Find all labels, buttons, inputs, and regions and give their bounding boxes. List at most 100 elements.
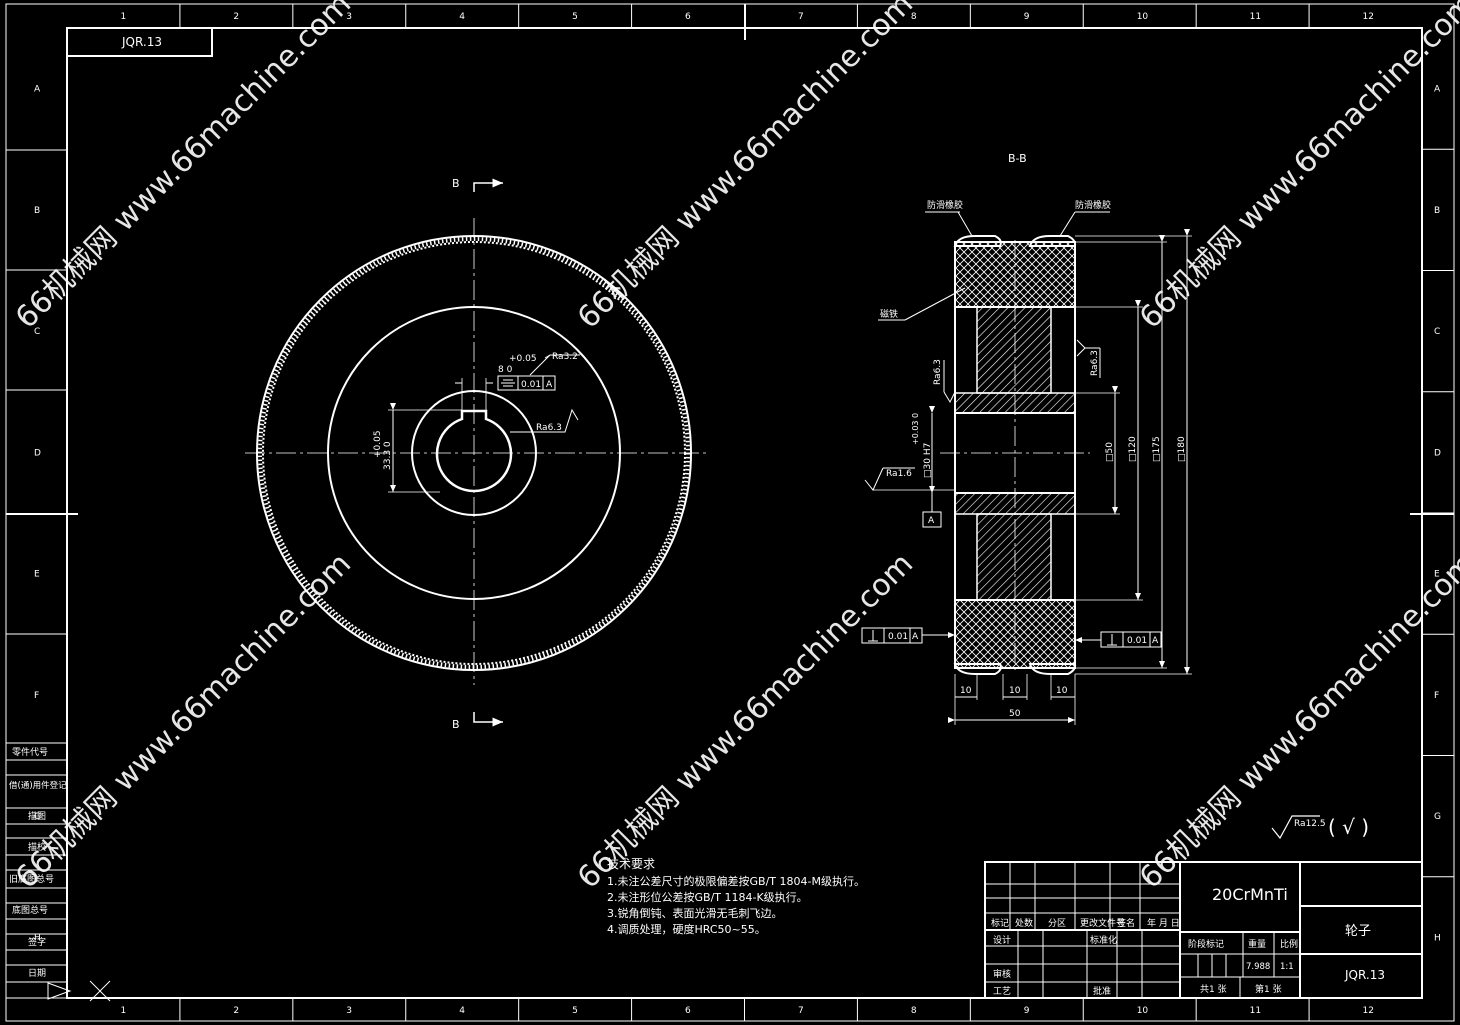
grid-row-G: G [34, 812, 41, 822]
grid-col-8: 8 [911, 1006, 917, 1016]
svg-text:分区: 分区 [1048, 918, 1066, 929]
title-block [984, 861, 1423, 999]
grid-col-5: 5 [572, 12, 578, 22]
svg-text:审核: 审核 [993, 968, 1011, 980]
grid-col-2: 2 [233, 1006, 239, 1016]
svg-text:10: 10 [1009, 686, 1021, 696]
svg-text:0.01: 0.01 [521, 380, 541, 390]
magnet-circle [327, 306, 621, 600]
svg-text:签名: 签名 [1117, 917, 1135, 929]
svg-text:0.01: 0.01 [888, 632, 908, 642]
svg-text:Ra6.3: Ra6.3 [933, 359, 943, 385]
strip-part-code: 零件代号 [12, 746, 48, 758]
svg-text:Ra6.3: Ra6.3 [536, 423, 562, 433]
grid-row-A: A [1434, 85, 1441, 95]
svg-text:批准: 批准 [1093, 985, 1111, 997]
bore-keyway [435, 409, 513, 493]
svg-text:标记: 标记 [991, 917, 1009, 929]
svg-text:+0.05: +0.05 [509, 354, 537, 364]
svg-text:阶段标记: 阶段标记 [1188, 938, 1224, 950]
svg-text:处数: 处数 [1015, 917, 1033, 929]
grid-col-9: 9 [1024, 12, 1030, 22]
technical-requirements: 技术要求 1.未注公差尺寸的极限偏差按GB/T 1804-M级执行。 2.未注形… [607, 857, 865, 936]
svg-text:Ra6.3: Ra6.3 [1090, 350, 1100, 376]
tech-req-line-4: 4.调质处理，硬度HRC50~55。 [607, 922, 766, 936]
svg-text:工艺: 工艺 [993, 986, 1011, 997]
outer-rim [256, 235, 692, 671]
grid-col-5: 5 [572, 1006, 578, 1016]
grid-col-6: 6 [685, 1006, 691, 1016]
left-strip: 零件代号 借(通)用件登记 描图 描校 旧底图总号 底图总号 签字 日期 [5, 742, 68, 999]
svg-text:标准化: 标准化 [1090, 934, 1117, 946]
grid-col-9: 9 [1024, 1006, 1030, 1016]
svg-text:10: 10 [960, 686, 972, 696]
grid-col-1: 1 [120, 12, 126, 22]
material: 20CrMnTi [1212, 885, 1288, 904]
svg-text:8 0: 8 0 [498, 365, 513, 375]
svg-text:10: 10 [1056, 686, 1068, 696]
svg-text:□180: □180 [1177, 436, 1187, 462]
drawing-number-box [66, 27, 213, 57]
section-view: B-B 防滑橡胶 防滑橡胶 磁铁 Ra6.3 [861, 152, 1192, 725]
tech-req-line-2: 2.未注形位公差按GB/T 1184-K级执行。 [607, 890, 808, 904]
drawing-number: JQR.13 [1344, 968, 1385, 982]
strip-check: 描校 [28, 841, 46, 853]
svg-text:□120: □120 [1128, 436, 1138, 462]
front-view: 8 0 +0.05 0.01 A Ra3.2 33.3 0 +0.05 Ra6.… [245, 177, 706, 731]
grid-row-C: C [34, 327, 40, 337]
grid-row-D: D [34, 448, 41, 458]
svg-text:+0.03 0: +0.03 0 [911, 413, 920, 445]
grid-row-B: B [34, 206, 40, 216]
grid-row-H: H [1434, 933, 1441, 943]
strip-old-base: 旧底图总号 [9, 873, 54, 885]
grid-row-E: E [1434, 570, 1440, 580]
grid-col-8: 8 [911, 12, 917, 22]
svg-text:A: A [1152, 636, 1159, 646]
svg-text:重量: 重量 [1248, 938, 1266, 950]
svg-text:7.988: 7.988 [1246, 962, 1270, 972]
grid-row-B: B [1434, 206, 1440, 216]
grid-row-E: E [34, 570, 40, 580]
grid-row-D: D [1434, 448, 1441, 458]
svg-text:Ra3.2: Ra3.2 [552, 352, 578, 362]
tech-req-line-1: 1.未注公差尺寸的极限偏差按GB/T 1804-M级执行。 [607, 874, 865, 888]
svg-text:33.3 0: 33.3 0 [383, 441, 393, 470]
svg-text:年 月 日: 年 月 日 [1147, 917, 1180, 929]
svg-text:Ra1.6: Ra1.6 [886, 469, 912, 479]
grid-col-3: 3 [346, 12, 352, 22]
svg-text:B: B [452, 718, 460, 731]
grid-col-10: 10 [1137, 1006, 1149, 1016]
hub-circle [411, 390, 537, 516]
grid-col-10: 10 [1137, 12, 1149, 22]
svg-text:防滑橡胶: 防滑橡胶 [927, 199, 963, 211]
grid-col-12: 12 [1363, 1006, 1374, 1016]
svg-text:66机械网 www.66machine.com: 66机械网 www.66machine.com [1133, 546, 1460, 895]
svg-text:共1 张: 共1 张 [1200, 984, 1227, 995]
svg-text:66机械网 www.66machine.com: 66机械网 www.66machine.com [9, 0, 358, 336]
svg-text:A: A [546, 380, 553, 390]
orientation-mark [47, 980, 111, 1002]
strip-reg: 借(通)用件登记 [9, 780, 67, 791]
svg-text:66机械网 www.66machine.com: 66机械网 www.66machine.com [9, 546, 358, 895]
svg-text:50: 50 [1009, 709, 1021, 719]
grid-col-6: 6 [685, 12, 691, 22]
svg-text:+0.05: +0.05 [373, 430, 383, 458]
svg-text:1:1: 1:1 [1280, 962, 1294, 972]
general-roughness: Ra12.5 ( √ ) [1271, 815, 1369, 840]
svg-text:A: A [928, 516, 935, 526]
tech-req-title: 技术要求 [607, 857, 655, 871]
svg-text:防滑橡胶: 防滑橡胶 [1075, 199, 1111, 211]
watermarks: 66机械网 www.66machine.com 66机械网 www.66mach… [9, 0, 1460, 896]
grid-col-4: 4 [459, 1006, 465, 1016]
svg-text:磁铁: 磁铁 [880, 308, 898, 320]
grid-row-C: C [1434, 327, 1440, 337]
svg-text:更改文件号: 更改文件号 [1080, 917, 1125, 929]
svg-text:B: B [452, 177, 460, 190]
grid-col-7: 7 [798, 1006, 804, 1016]
grid-col-12: 12 [1363, 12, 1374, 22]
svg-text:66机械网 www.66machine.com: 66机械网 www.66machine.com [1133, 0, 1460, 336]
part-name: 轮子 [1345, 924, 1371, 939]
svg-text:第1 张: 第1 张 [1255, 983, 1282, 995]
